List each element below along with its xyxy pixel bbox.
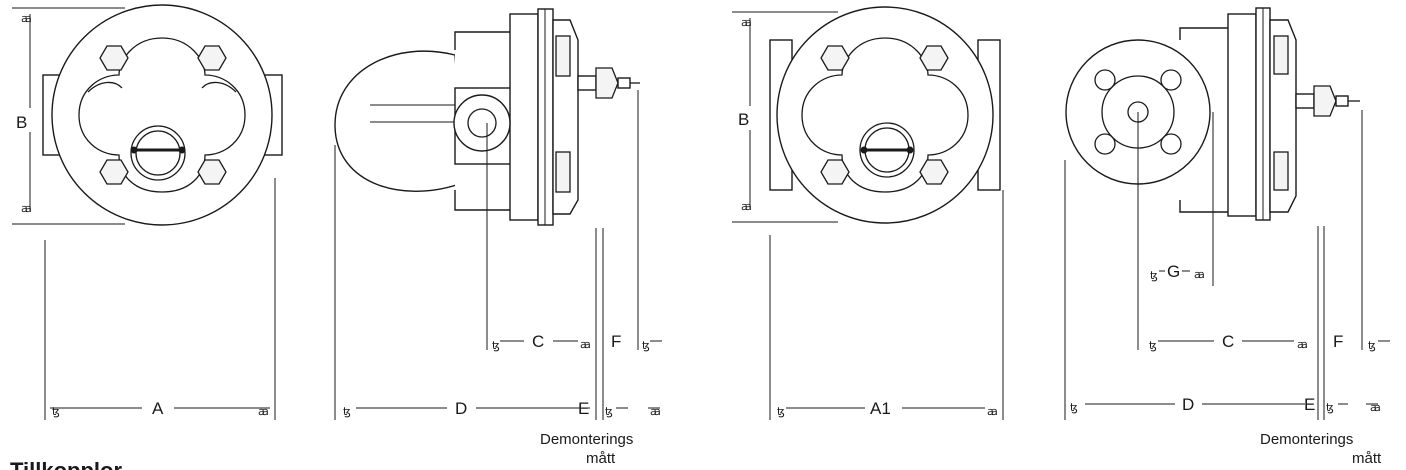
arrow-mark: ꜳ [1194, 269, 1205, 281]
arrow-mark: ꜳ [741, 17, 752, 29]
dimension-a1: ꜩ ꜳ A1 [769, 190, 1004, 420]
arrow-mark: ꜩ [605, 406, 613, 418]
bolt-hex [197, 159, 227, 185]
flange-bolt-hole [1160, 69, 1182, 91]
flange-bolt-hole [1094, 133, 1116, 155]
arrow-mark: ꜳ [21, 13, 32, 25]
arrow-mark: ꜩ [642, 340, 650, 352]
vent-valve-hex [595, 67, 619, 99]
cover-contour [87, 81, 123, 93]
arrow-mark: ꜩ [1070, 402, 1078, 414]
gauge-window [130, 125, 186, 181]
front-view-screwed [42, 4, 283, 226]
pipe-connection-outer [453, 94, 511, 152]
dimension-label-a: A [152, 399, 164, 418]
trap-body-circle [776, 6, 994, 224]
vent-nut [577, 75, 597, 91]
dimension-label-e: E [578, 399, 589, 418]
bolt-hex [99, 159, 129, 185]
bolt-head [555, 151, 571, 193]
bolt-hex [919, 159, 949, 185]
bolt-head [1273, 151, 1289, 191]
pipe-connection-bore [467, 108, 497, 138]
arrow-mark: ꜩ [1326, 402, 1334, 414]
dismantling-note: mått [1352, 450, 1382, 467]
dimension-label-c: C [1222, 332, 1234, 351]
vent-nut [1295, 93, 1315, 109]
flange-bolt-hole [1160, 133, 1182, 155]
dimension-b-left: ꜳ ꜳ B [12, 7, 125, 225]
dismantling-note: Demonterings [540, 431, 633, 448]
front-view-flanged [769, 6, 1001, 224]
vent-valve-stem [617, 77, 631, 89]
bolt-hex [919, 45, 949, 71]
arrow-mark: ꜩ [1368, 340, 1376, 352]
arrow-mark: ꜳ [21, 203, 32, 215]
arrow-mark: ꜩ [1150, 270, 1158, 282]
arrow-mark: ꜳ [650, 406, 661, 418]
bolt-hex [820, 159, 850, 185]
bolt-hex [197, 45, 227, 71]
bolt-head [1273, 35, 1289, 75]
gauge-window [859, 122, 915, 178]
figure-caption: Tillkopplor [10, 458, 122, 470]
dimension-label-c: C [532, 332, 544, 351]
dimension-label-g: G [1167, 262, 1180, 281]
dimension-label-b: B [738, 110, 749, 129]
dimension-b-right: ꜳ ꜳ B [732, 11, 838, 223]
cover-cross-shape [78, 37, 246, 193]
side-view-dimensions-left: ꜩ ꜳ C F ꜩ ꜩ D E ꜩ ꜳ Demonterings mått [334, 90, 662, 467]
dimension-label-d: D [1182, 395, 1194, 414]
bolt-hex [820, 45, 850, 71]
cover-cross-shape [801, 37, 969, 193]
gauge-window-inner [135, 130, 181, 176]
arrow-mark: ꜩ [52, 406, 60, 418]
arrow-mark: ꜩ [777, 406, 785, 418]
cover-flange [1227, 13, 1257, 217]
cover-flange [509, 13, 539, 221]
dimension-label-d: D [455, 399, 467, 418]
side-view-dimensions-right: ꜩ G ꜳ ꜩ ꜳ C F ꜩ ꜩ D E ꜩ ꜳ Demonterings m… [1064, 110, 1390, 467]
arrow-mark: ꜩ [343, 406, 351, 418]
vent-valve-hex [1313, 85, 1337, 117]
gauge-pin [178, 146, 186, 154]
dimension-label-f: F [611, 332, 621, 351]
arrow-mark: ꜳ [580, 339, 591, 351]
dimension-a: ꜩ ꜳ A [44, 178, 276, 420]
arrow-mark: ꜳ [1297, 339, 1308, 351]
bolt-head [555, 35, 571, 77]
arrow-mark: ꜳ [1370, 402, 1381, 414]
dimension-label-a1: A1 [870, 399, 891, 418]
arrow-mark: ꜳ [987, 406, 998, 418]
gauge-pin [860, 146, 868, 154]
dimension-label-e: E [1304, 395, 1315, 414]
side-view-screwed [334, 8, 640, 226]
dimension-label-b: B [16, 113, 27, 132]
gauge-pin [906, 146, 914, 154]
float-chamber [334, 50, 466, 192]
flange-bolt-hole [1094, 69, 1116, 91]
vent-valve-stem [1335, 95, 1349, 107]
arrow-mark: ꜳ [741, 201, 752, 213]
gauge-pin [130, 146, 138, 154]
arrow-mark: ꜳ [258, 406, 269, 418]
dimension-label-f: F [1333, 332, 1343, 351]
bolt-hex [99, 45, 129, 71]
cover-contour [201, 81, 237, 93]
dismantling-note: Demonterings [1260, 431, 1353, 448]
dismantling-note: mått [586, 450, 616, 467]
arrow-mark: ꜩ [492, 340, 500, 352]
arrow-mark: ꜩ [1149, 340, 1157, 352]
